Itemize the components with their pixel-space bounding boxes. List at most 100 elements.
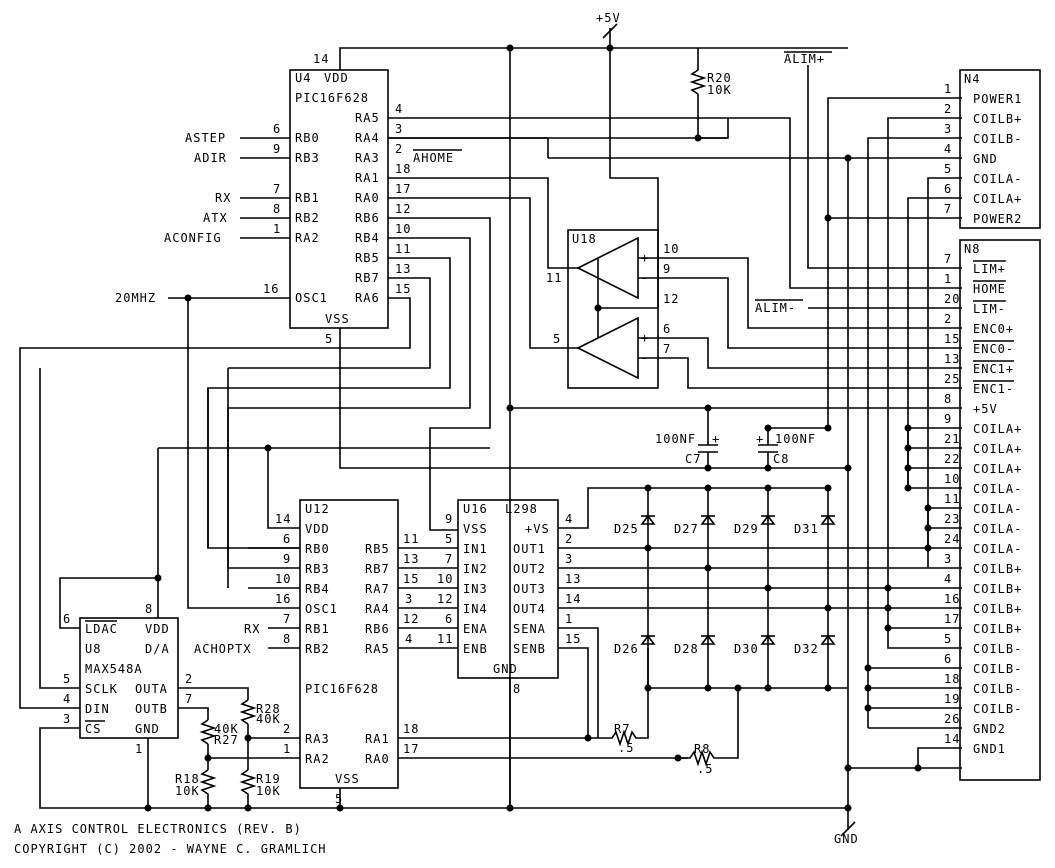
n8-pin-number: 6 (944, 652, 952, 666)
n8-pin-number: 18 (944, 672, 960, 686)
svg-text:LDAC: LDAC (85, 622, 118, 636)
svg-text:COILA+: COILA+ (973, 192, 1022, 206)
svg-text:RA6: RA6 (355, 291, 380, 305)
r20-value: 10K (707, 83, 732, 97)
svg-text:RA5: RA5 (365, 642, 390, 656)
n4-body (959, 69, 1041, 229)
svg-text:OSC1: OSC1 (295, 291, 328, 305)
n8-pin-name: GND2 (973, 722, 1006, 736)
svg-text:D31: D31 (794, 522, 819, 536)
svg-text:10K: 10K (175, 784, 200, 798)
svg-text:VSS: VSS (335, 772, 360, 786)
n8-pin-name: COILB+ (973, 622, 1022, 636)
u4-vdd-pin: 14 (313, 52, 329, 66)
n8-pin-number: 3 (944, 552, 952, 566)
svg-text:14: 14 (275, 512, 291, 526)
u4-part: PIC16F628 (295, 91, 369, 105)
svg-text:D26: D26 (614, 642, 639, 656)
svg-text:1: 1 (273, 222, 281, 236)
svg-text:VDD: VDD (305, 522, 330, 536)
svg-text:COILB+: COILB+ (973, 112, 1022, 126)
svg-text:RB5: RB5 (355, 251, 380, 265)
svg-text:6: 6 (283, 532, 291, 546)
svg-text:7: 7 (283, 612, 291, 626)
svg-text:RA1: RA1 (355, 171, 380, 185)
svg-text:7: 7 (273, 182, 281, 196)
r20-name: R20 (707, 71, 732, 85)
n8-pin-name: ENC0+ (973, 322, 1014, 336)
n8-pin-name: COILB- (973, 642, 1022, 656)
u12-name: U12 (305, 502, 330, 516)
u8-body (79, 617, 179, 739)
svg-text:RB2: RB2 (295, 211, 320, 225)
svg-text:RA5: RA5 (355, 111, 380, 125)
svg-text:3: 3 (944, 122, 952, 136)
svg-text:D25: D25 (614, 522, 639, 536)
svg-text:12: 12 (403, 612, 419, 626)
svg-text:ATX: ATX (203, 211, 228, 225)
n8-pin-name: LIM- (973, 302, 1006, 316)
n8-pin-number: 4 (944, 572, 952, 586)
svg-text:2: 2 (395, 142, 403, 156)
svg-text:.5: .5 (618, 741, 634, 755)
svg-text:+: + (712, 432, 720, 446)
n8-pin-name: COILB- (973, 662, 1022, 676)
alim-plus-label: ALIM+ (784, 52, 825, 66)
svg-text:RB6: RB6 (355, 211, 380, 225)
svg-text:RX: RX (244, 622, 260, 636)
svg-text:ADIR: ADIR (194, 151, 227, 165)
n8-pin-number: 22 (944, 452, 960, 466)
svg-text:6: 6 (273, 122, 281, 136)
svg-text:L298: L298 (505, 502, 538, 516)
svg-text:18: 18 (395, 162, 411, 176)
svg-text:13: 13 (403, 552, 419, 566)
title-line-1: A AXIS CONTROL ELECTRONICS (REV. B) (14, 822, 302, 836)
svg-text:5: 5 (944, 162, 952, 176)
svg-text:7: 7 (445, 552, 453, 566)
svg-text:SENA: SENA (513, 622, 546, 636)
svg-text:RX: RX (215, 191, 231, 205)
svg-text:6: 6 (445, 612, 453, 626)
n8-pin-name: COILA+ (973, 462, 1022, 476)
svg-text:10K: 10K (256, 784, 281, 798)
svg-text:2: 2 (185, 672, 193, 686)
svg-text:SENB: SENB (513, 642, 546, 656)
svg-text:10: 10 (437, 572, 453, 586)
svg-text:IN4: IN4 (463, 602, 488, 616)
svg-text:R27: R27 (214, 733, 239, 747)
svg-text:1: 1 (283, 742, 291, 756)
n8-pin-number: 26 (944, 712, 960, 726)
u12-part: PIC16F628 (305, 682, 379, 696)
svg-text:2: 2 (944, 102, 952, 116)
svg-text:15: 15 (565, 632, 581, 646)
svg-text:17: 17 (395, 182, 411, 196)
n8-pin-number: 25 (944, 372, 960, 386)
n8-pin-number: 5 (944, 632, 952, 646)
svg-text:+VS: +VS (525, 522, 550, 536)
svg-text:OUT4: OUT4 (513, 602, 546, 616)
n8-pin-name: +5V (973, 402, 998, 416)
svg-text:3: 3 (565, 552, 573, 566)
svg-text:6: 6 (63, 612, 71, 626)
svg-text:8: 8 (513, 682, 521, 696)
n4-name: N4 (964, 72, 980, 86)
svg-text:13: 13 (395, 262, 411, 276)
svg-text:1: 1 (565, 612, 573, 626)
svg-text:GND: GND (135, 722, 160, 736)
svg-text:RA0: RA0 (355, 191, 380, 205)
svg-text:RA7: RA7 (365, 582, 390, 596)
svg-text:11: 11 (403, 532, 419, 546)
svg-text:10: 10 (663, 242, 679, 256)
svg-text:15: 15 (403, 572, 419, 586)
u12-body (299, 499, 399, 789)
n8-pin-name: COILA- (973, 502, 1022, 516)
svg-text:7: 7 (944, 202, 952, 216)
svg-text:ASTEP: ASTEP (185, 131, 226, 145)
svg-text:RB4: RB4 (355, 231, 380, 245)
svg-text:R19: R19 (256, 772, 281, 786)
svg-text:RB4: RB4 (305, 582, 330, 596)
svg-text:VSS: VSS (463, 522, 488, 536)
n8-name: N8 (964, 242, 980, 256)
svg-text:13: 13 (565, 572, 581, 586)
